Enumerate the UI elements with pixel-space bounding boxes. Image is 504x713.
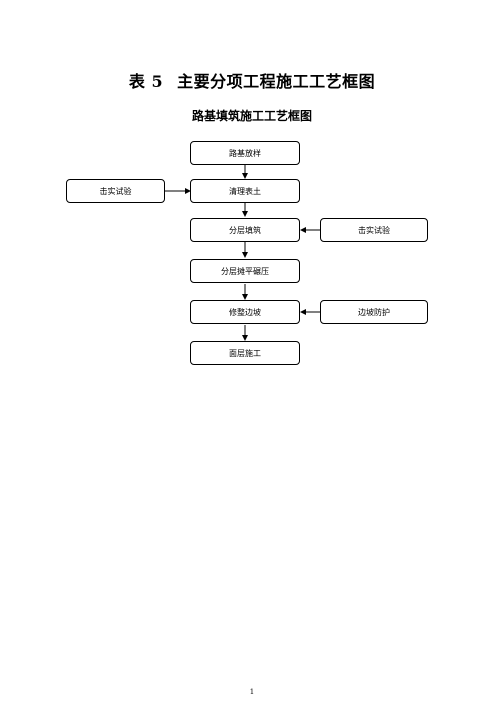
- side-compaction-test-left-label: 击实试验: [99, 186, 132, 196]
- step-trim-slope-label: 修整边坡: [229, 307, 261, 317]
- flowchart-title: 路基填筑施工工艺框图: [191, 109, 312, 123]
- table-number: 表 5: [128, 72, 164, 91]
- step-clear-topsoil-box: 清理表土: [190, 179, 300, 203]
- table-title: 主要分项工程施工工艺框图: [177, 72, 376, 91]
- page-title: 表 5 主要分项工程施工工艺框图: [0, 68, 504, 92]
- step-survey-label: 路基放样: [229, 148, 261, 158]
- step-spread-compact-label: 分层摊平碾压: [221, 266, 269, 276]
- step-layer-fill-box: 分层填筑: [190, 218, 300, 242]
- side-slope-protection-box: 边坡防护: [320, 300, 428, 324]
- step-surface-course-label: 面层施工: [229, 348, 261, 358]
- side-compaction-test-right-label: 击实试验: [358, 225, 390, 235]
- step-survey-box: 路基放样: [190, 141, 300, 165]
- side-slope-protection-label: 边坡防护: [358, 307, 390, 317]
- page-number: 1: [249, 688, 255, 696]
- step-trim-slope-box: 修整边坡: [190, 300, 300, 324]
- step-clear-topsoil-label: 清理表土: [229, 186, 261, 196]
- step-layer-fill-label: 分层填筑: [229, 225, 261, 235]
- side-compaction-test-left-box: 击实试验: [66, 179, 165, 203]
- side-compaction-test-right-box: 击实试验: [320, 218, 428, 242]
- step-surface-course-box: 面层施工: [190, 341, 300, 365]
- step-spread-compact-box: 分层摊平碾压: [190, 259, 300, 283]
